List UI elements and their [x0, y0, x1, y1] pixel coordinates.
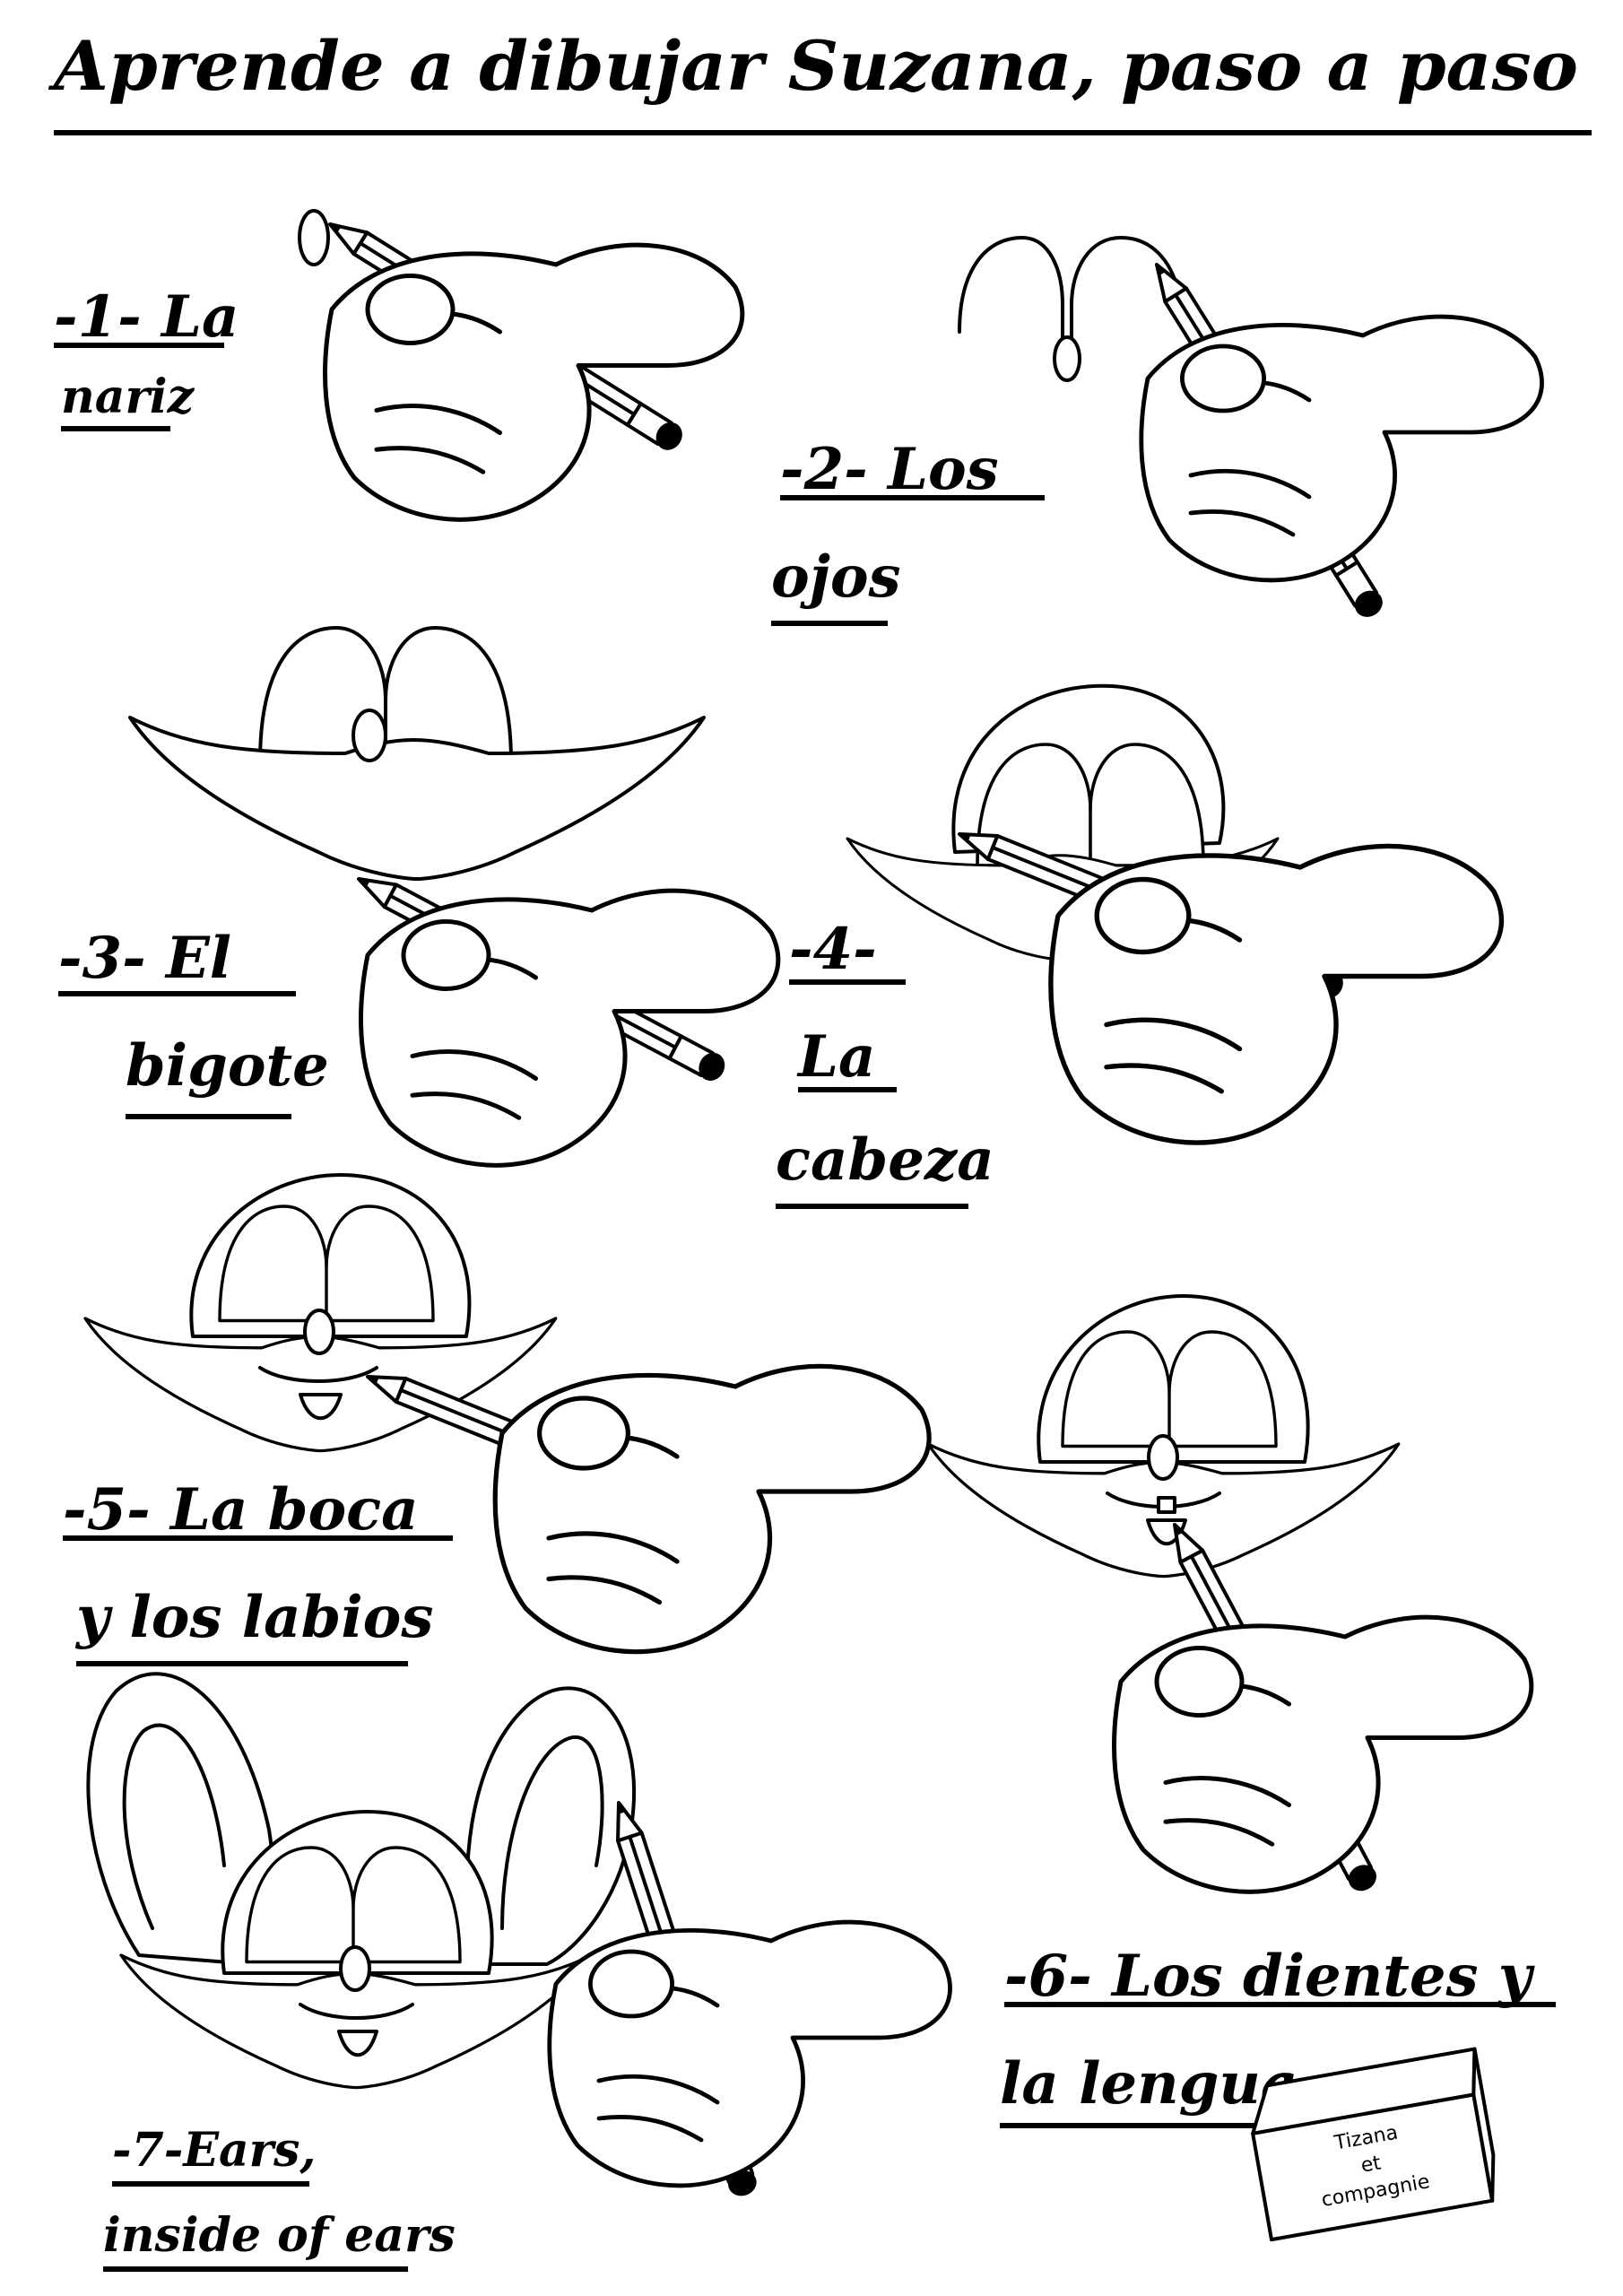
teeth-shape — [1157, 1496, 1176, 1514]
hand-icon — [495, 1366, 929, 1651]
ear-right — [464, 1686, 636, 1966]
mouth-line — [299, 2003, 414, 2020]
nose-shape — [303, 1309, 335, 1355]
step-1-drawing — [298, 209, 742, 519]
step-4-drawing — [846, 683, 1502, 1143]
hand-icon — [361, 891, 778, 1165]
hand-icon — [1051, 846, 1502, 1143]
lips-shape — [299, 1393, 343, 1421]
step-3-title: -3- El — [58, 925, 231, 992]
mouth-line — [258, 1366, 378, 1383]
nose-shape — [1147, 1434, 1179, 1481]
page-title: Aprende a dibujar Suzana, paso a paso — [48, 26, 1578, 106]
step-5-drawing — [83, 1173, 929, 1652]
step-7-title: -7-Ears, — [112, 2123, 316, 2178]
step-4-title: -4- — [789, 916, 877, 983]
inner-ear-right — [500, 1735, 604, 1930]
step-1-title: -1- La — [54, 283, 239, 351]
hand-icon — [550, 1922, 950, 2186]
inner-ear-left — [122, 1723, 226, 1930]
eraser-line-2: et — [1359, 2152, 1384, 2178]
step-4-subtitle: La — [796, 1023, 875, 1091]
hand-icon — [1141, 317, 1542, 580]
step-3-drawing — [128, 626, 778, 1165]
nose-shape — [298, 209, 330, 266]
step-6-drawing — [926, 1294, 1532, 1896]
step-1-subtitle: nariz — [61, 370, 195, 424]
lips-shape — [337, 2030, 378, 2057]
step-4-subtitle-2: cabeza — [776, 1126, 994, 1194]
step-7-drawing — [86, 1672, 950, 2202]
step-2-drawing — [958, 236, 1542, 624]
nose-shape — [1053, 335, 1081, 382]
eye-outline-left — [958, 236, 1064, 352]
hand-icon — [1115, 1617, 1532, 1892]
step-5-subtitle: y los labios — [74, 1584, 433, 1651]
step-3-subtitle: bigote — [126, 1032, 329, 1100]
nose-shape — [339, 1945, 371, 1992]
step-6-title: -6- Los dientes y — [1004, 1943, 1535, 2010]
step-2-title: -2- Los — [780, 436, 999, 503]
step-7-subtitle: inside of ears — [103, 2208, 456, 2263]
moustache-shape — [128, 716, 706, 881]
hand-icon — [325, 245, 742, 519]
step-2-subtitle: ojos — [771, 544, 901, 611]
step-5-title: -5- La boca — [63, 1476, 419, 1544]
eraser-icon — [1251, 2047, 1496, 2242]
nose-shape — [352, 709, 387, 762]
eye-outline-right — [1070, 236, 1181, 352]
step-6-subtitle: la lengua — [1000, 2050, 1298, 2118]
